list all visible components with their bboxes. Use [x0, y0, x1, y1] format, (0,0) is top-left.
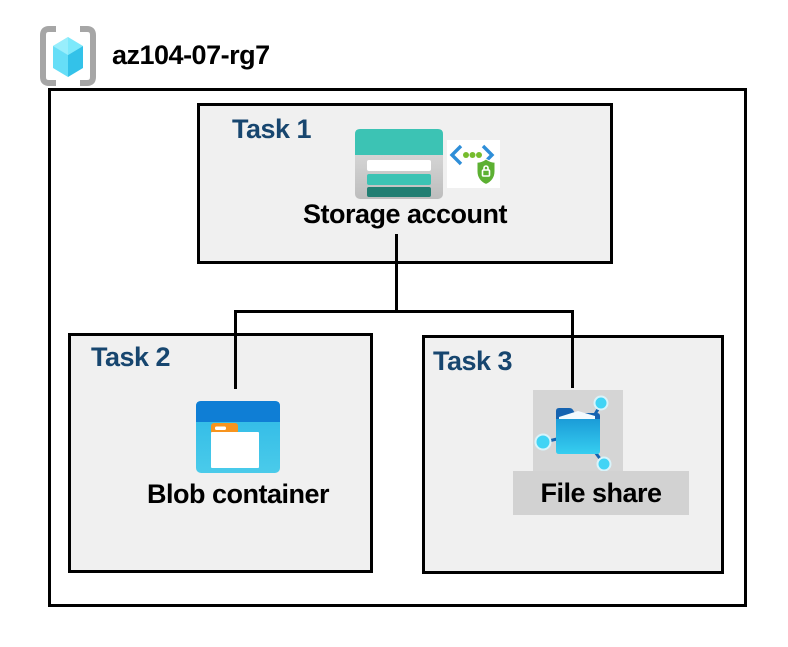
code-shield-lock-icon	[447, 140, 500, 188]
task3-label: Task 3	[433, 346, 513, 376]
storage-account-icon	[355, 129, 443, 199]
blob-container-icon	[196, 401, 280, 473]
task2-box: Task 2 Blob container	[68, 333, 373, 573]
resource-group-title: az104-07-rg7	[112, 40, 270, 70]
file-share-icon	[533, 390, 623, 472]
connector-horizontal	[234, 310, 574, 313]
blob-container-label: Blob container	[146, 479, 330, 509]
task2-label: Task 2	[91, 342, 171, 372]
connector-to-fileshare	[571, 310, 574, 388]
storage-account-label: Storage account	[302, 199, 508, 229]
task1-label: Task 1	[232, 114, 312, 144]
connector-to-blob	[234, 310, 237, 389]
connector-storage-stem	[395, 234, 398, 312]
resource-group-icon	[36, 24, 100, 88]
file-share-label: File share	[540, 477, 662, 508]
file-share-label-bar: File share	[513, 471, 689, 515]
task1-box: Task 1	[197, 103, 613, 264]
